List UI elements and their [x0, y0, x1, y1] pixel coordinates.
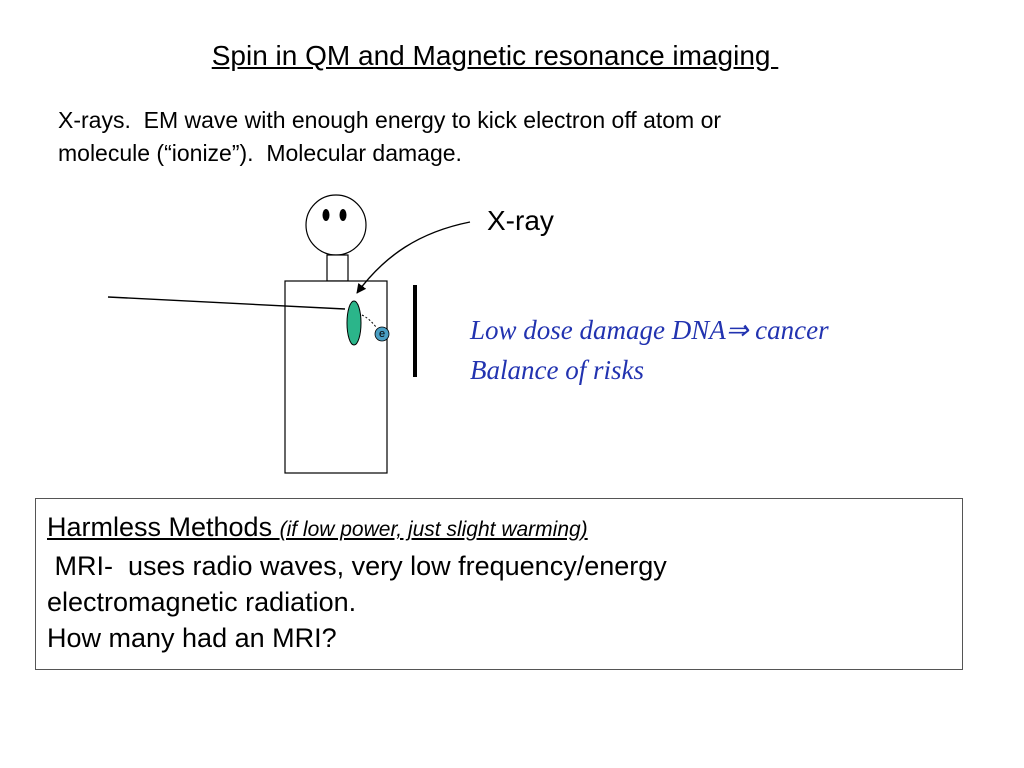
electron-path	[361, 314, 377, 328]
dose-risk-text: Low dose damage DNA⇒ cancer Balance of r…	[470, 310, 829, 390]
figure-neck	[326, 254, 349, 282]
figure-body	[284, 280, 388, 474]
figure-eye-left	[322, 209, 330, 221]
box-line: electromagnetic radiation.	[47, 587, 357, 617]
box-heading-main: Harmless Methods	[47, 512, 280, 542]
molecule	[346, 300, 362, 346]
box-line: MRI- uses radio waves, very low frequenc…	[47, 551, 667, 581]
figure-eye-right	[339, 209, 347, 221]
electron-label: e	[378, 328, 386, 340]
box-heading: Harmless Methods (if low power, just sli…	[47, 509, 951, 548]
figure-head	[305, 194, 367, 256]
intro-text: X-rays. EM wave with enough energy to ki…	[58, 104, 958, 170]
dose-line: Balance of risks	[470, 355, 644, 385]
intro-line: X-rays. EM wave with enough energy to ki…	[58, 107, 722, 133]
intro-line: molecule (“ionize”). Molecular damage.	[58, 140, 462, 166]
harmless-methods-box: Harmless Methods (if low power, just sli…	[35, 498, 963, 670]
xray-pointer-arrow	[356, 221, 471, 294]
slide-title: Spin in QM and Magnetic resonance imagin…	[211, 40, 779, 71]
xray-ray	[107, 296, 346, 310]
box-heading-note: (if low power, just slight warming)	[279, 518, 588, 541]
electron	[374, 326, 390, 342]
dose-line: Low dose damage DNA⇒ cancer	[470, 315, 829, 345]
xray-label: X-ray	[487, 205, 554, 236]
box-line: How many had an MRI?	[47, 623, 337, 653]
